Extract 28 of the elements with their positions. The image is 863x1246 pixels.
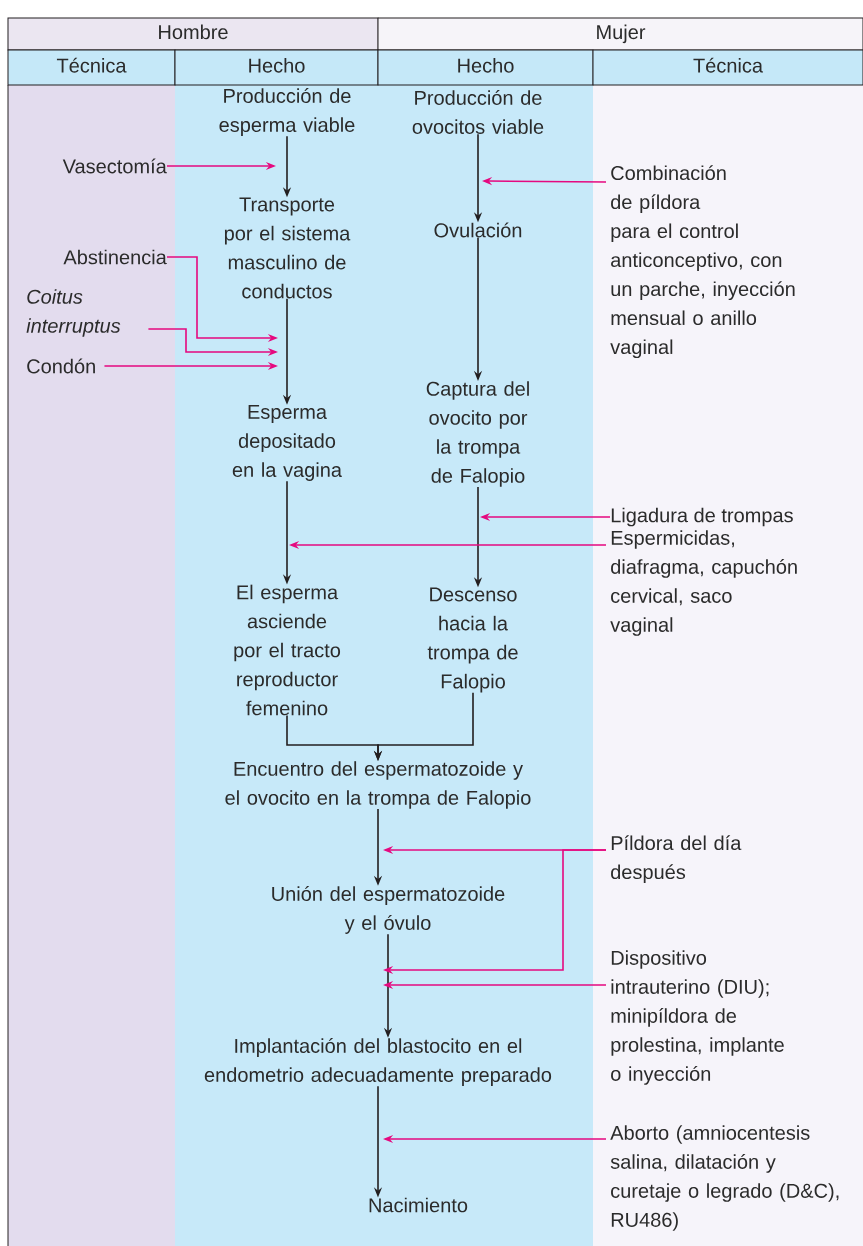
method-text: Vasectomía	[62, 158, 167, 174]
method-text: Combinación de píldora para el control anticonceptivo, con un parche, inyección mensual o anillo vaginal	[610, 165, 795, 359]
step-text: Descenso hacia la trompa de Falopio	[427, 587, 518, 693]
step-text: Unión del espermatozoide y el óvulo	[272, 886, 505, 934]
column-header: Hecho	[377, 49, 594, 86]
method-text: Condón	[27, 358, 95, 374]
step-text: Producción de ovocitos viable	[412, 90, 544, 134]
method-text: Aborto (amniocentesis salina, dilatación y curetaje o legrado (D&C), RU486)	[610, 1125, 839, 1231]
step-text: El esperma asciende por el tracto reproductor femenino	[234, 584, 341, 716]
step-text: Esperma depositado en la vagina	[232, 405, 342, 481]
step-text: Captura del ovocito por la trompa de Falopio	[426, 381, 529, 487]
step-text: Transporte por el sistema masculino de conductos	[224, 197, 351, 299]
method-text: Abstinencia	[63, 249, 167, 265]
method-text: Ligadura de trompas	[611, 507, 793, 527]
column-header: Mujer	[377, 17, 863, 51]
step-text: Producción de esperma viable	[219, 88, 355, 136]
method-text: Espermicidas, diafragma, capuchón cervical, saco vaginal	[610, 530, 797, 636]
step-text: Encuentro del espermatozoide y el ovocito en la trompa de Falopio	[225, 761, 531, 809]
step-text: Ovulación	[434, 222, 522, 238]
column-header: Técnica	[7, 49, 176, 86]
method-text: Dispositivo intrauterino (DIU); minipíldora de prolestina, implante o inyección	[611, 950, 784, 1085]
column-header: Hecho	[174, 49, 379, 86]
step-text: Implantación del blastocito en el endometrio adecuadamente preparado	[204, 1038, 552, 1086]
method-text: Coitus interruptus	[26, 289, 121, 337]
method-text: Píldora del día después	[611, 835, 742, 884]
column-header: Técnica	[592, 49, 863, 86]
step-text: Nacimiento	[369, 1197, 468, 1213]
column-header: Hombre	[7, 17, 379, 51]
